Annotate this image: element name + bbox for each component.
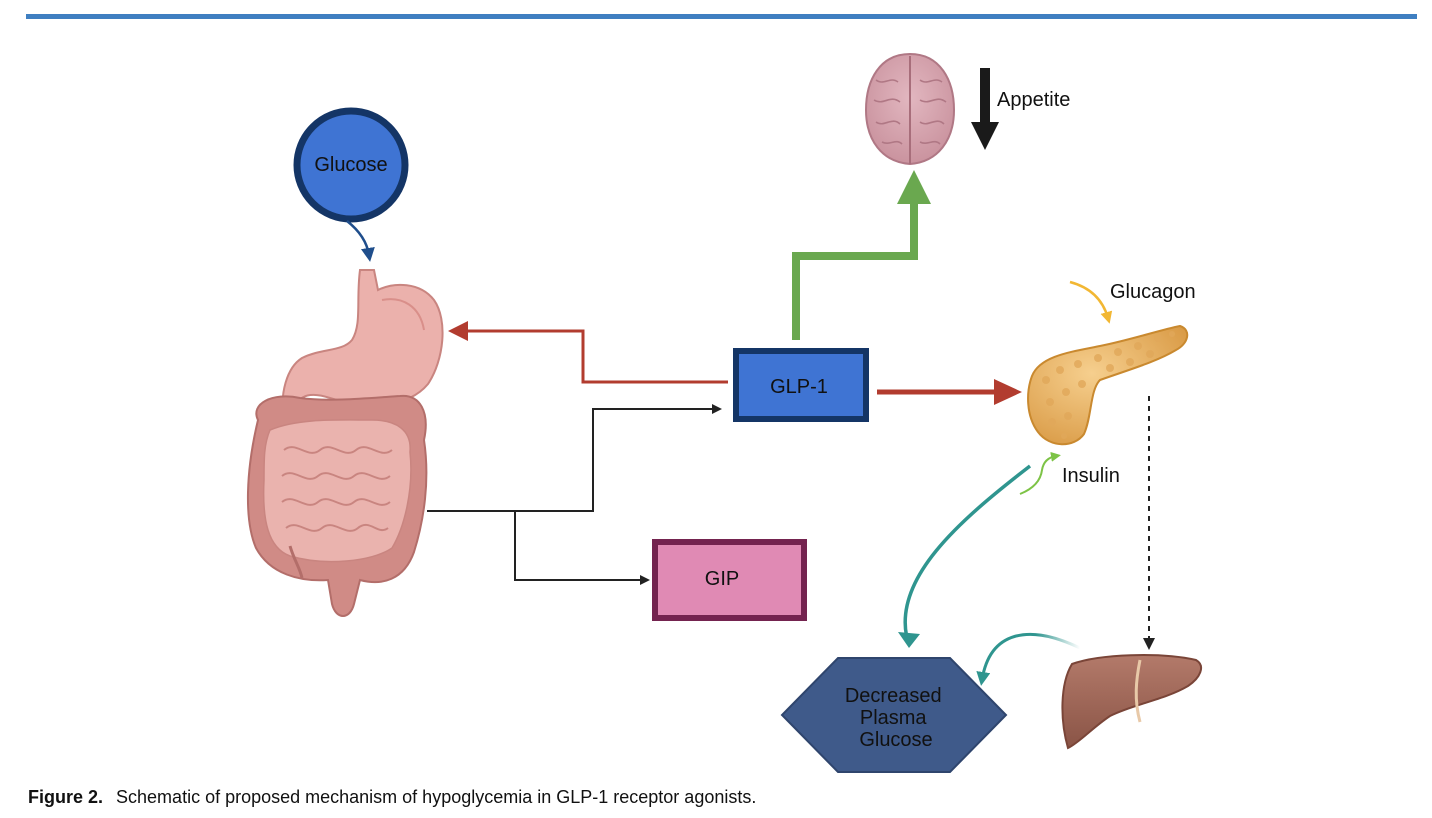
gut-to-glp1-arrow (427, 404, 722, 512)
pancreas-icon (1027, 324, 1189, 446)
liver-icon (1061, 654, 1203, 750)
pancreas-to-decreased-glucose-arrow (903, 464, 1032, 643)
glucose-to-stomach-arrow (346, 220, 375, 262)
figure-caption: Figure 2. Schematic of proposed mechanis… (28, 787, 756, 808)
glucose-label-hexagon: Glucose (859, 729, 932, 751)
glp1-node: GLP-1 (733, 348, 869, 422)
decreased-label: Decreased (845, 685, 942, 707)
insulin-label: Insulin (1062, 465, 1120, 487)
svg-text:Decreased Plasma G: Decreased Plasma Glucose (845, 685, 947, 751)
figure-label: Figure 2. (28, 787, 104, 807)
intestine-icon (247, 394, 428, 617)
top-rule (26, 14, 1417, 19)
liver-to-decreased-glucose-arrow (976, 632, 1081, 686)
gip-node: GIP (652, 539, 807, 621)
glp1-to-brain-arrow (792, 200, 918, 340)
glp1-to-stomach-arrow (466, 329, 728, 384)
stomach-icon (281, 269, 444, 416)
plasma-label: Plasma (860, 707, 928, 729)
decreased-plasma-glucose-node: Decreased Plasma Glucose (780, 657, 1008, 773)
gut-to-gip-arrow (514, 511, 650, 585)
glucagon-arrow (1069, 280, 1113, 324)
appetite-label: Appetite (997, 89, 1070, 111)
glucagon-label: Glucagon (1110, 281, 1196, 303)
glp1-label: GLP-1 (770, 376, 828, 398)
gip-label: GIP (705, 568, 739, 590)
figure-caption-text: Schematic of proposed mechanism of hypog… (116, 787, 757, 807)
insulin-arrow (1019, 451, 1061, 495)
down-arrow-icon (971, 68, 999, 150)
glucose-node: Glucose (293, 107, 409, 223)
glucose-label: Glucose (314, 154, 387, 176)
brain-icon (864, 52, 956, 166)
